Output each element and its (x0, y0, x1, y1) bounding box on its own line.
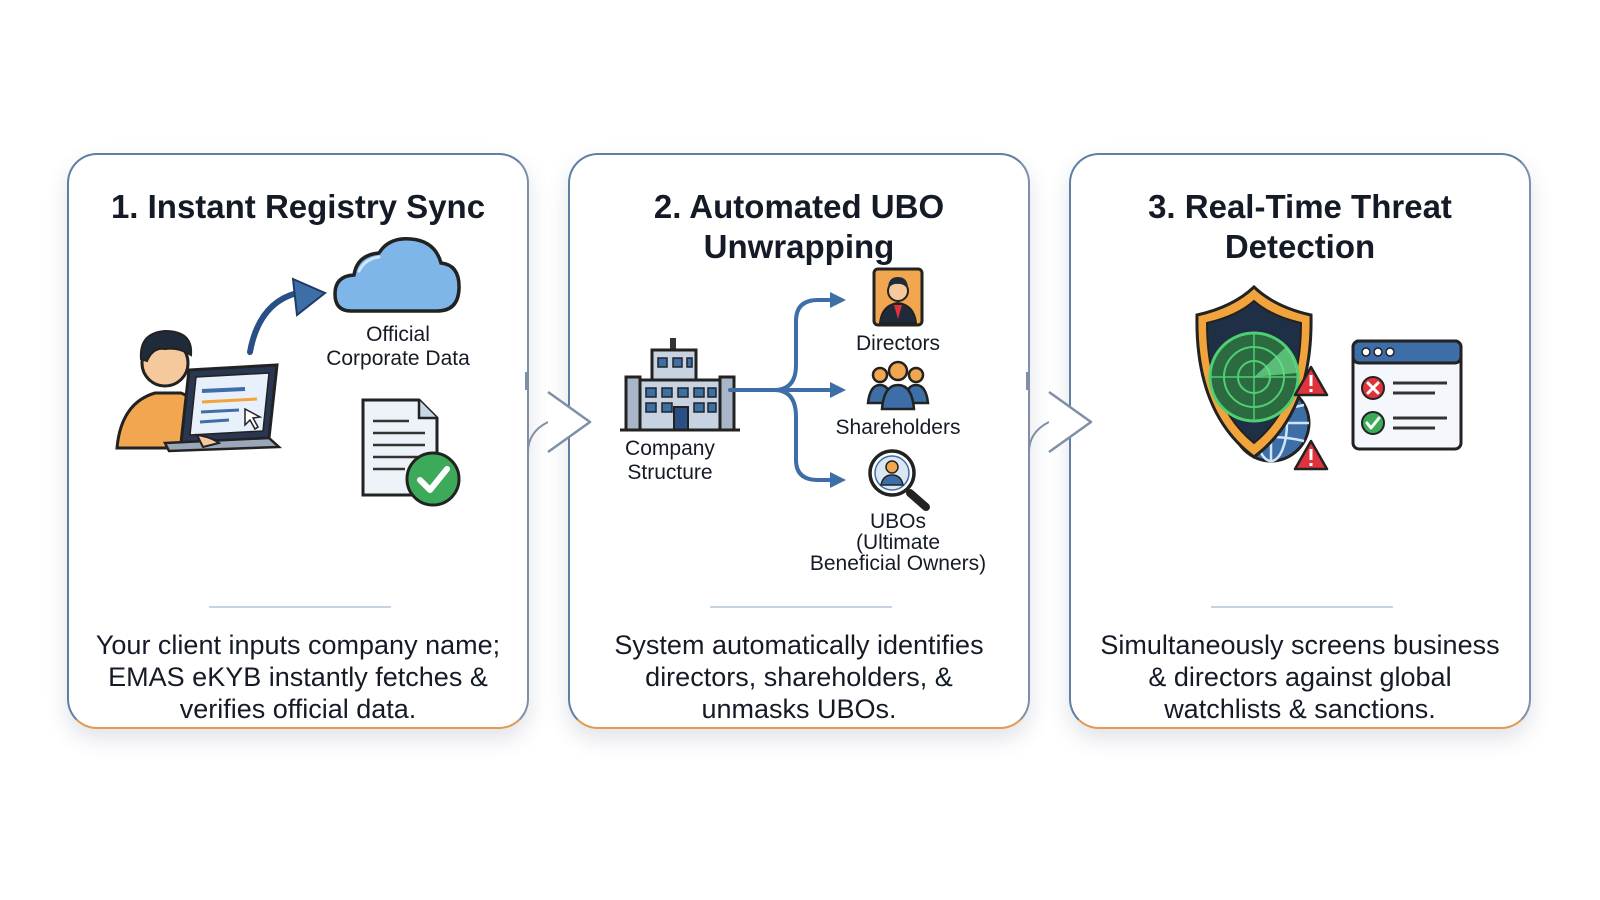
shareholders-label: Shareholders (836, 416, 961, 439)
branch-arrows-icon (728, 298, 834, 482)
ubo-search-icon (868, 449, 930, 511)
person-at-laptop-icon (115, 329, 283, 453)
office-building-icon (620, 338, 740, 432)
ubos-label-line3: Beneficial Owners) (810, 552, 986, 575)
cloud-label-line2: Corporate Data (326, 347, 470, 370)
step-1-description: Your client inputs company name; EMAS eK… (95, 630, 501, 724)
company-label-line2: Structure (627, 461, 712, 484)
step-1-title: 1. Instant Registry Sync (110, 188, 486, 225)
step-1-divider (209, 606, 391, 608)
step-card-1: 1. Instant Registry Sync Offi (67, 153, 529, 729)
step-2-divider (710, 606, 892, 608)
step-card-2: 2. Automated UBO Unwrapping Company Stru… (568, 153, 1030, 729)
shareholders-icon (866, 360, 930, 411)
company-label-line1: Company (625, 437, 715, 460)
arrow-icon (247, 277, 327, 355)
step-3-title: 3. Real-Time Threat Detection (1148, 188, 1452, 265)
director-icon (872, 267, 924, 327)
directors-label: Directors (856, 332, 940, 355)
warning-icon (1293, 365, 1329, 471)
step-3-divider (1211, 606, 1393, 608)
verified-document-icon (361, 398, 461, 507)
ubos-label-line1: UBOs (870, 510, 926, 533)
step-card-3: 3. Real-Time Threat Detection (1069, 153, 1531, 729)
step-3-description: Simultaneously screens business & direct… (1100, 630, 1500, 724)
checklist-window-icon (1351, 339, 1463, 451)
step-3-illustration (1195, 284, 1463, 471)
cloud-icon (333, 237, 461, 313)
step-2-illustration: Company Structure Directors (620, 267, 986, 575)
cloud-label-line1: Official (366, 323, 430, 346)
step-2-title: 2. Automated UBO Unwrapping (653, 188, 945, 265)
step-2-description: System automatically identifies director… (614, 630, 984, 724)
ubos-label-line2: (Ultimate (856, 531, 940, 554)
shield-radar-icon (1195, 284, 1313, 459)
step-1-illustration: Official Corporate Data (115, 237, 470, 507)
